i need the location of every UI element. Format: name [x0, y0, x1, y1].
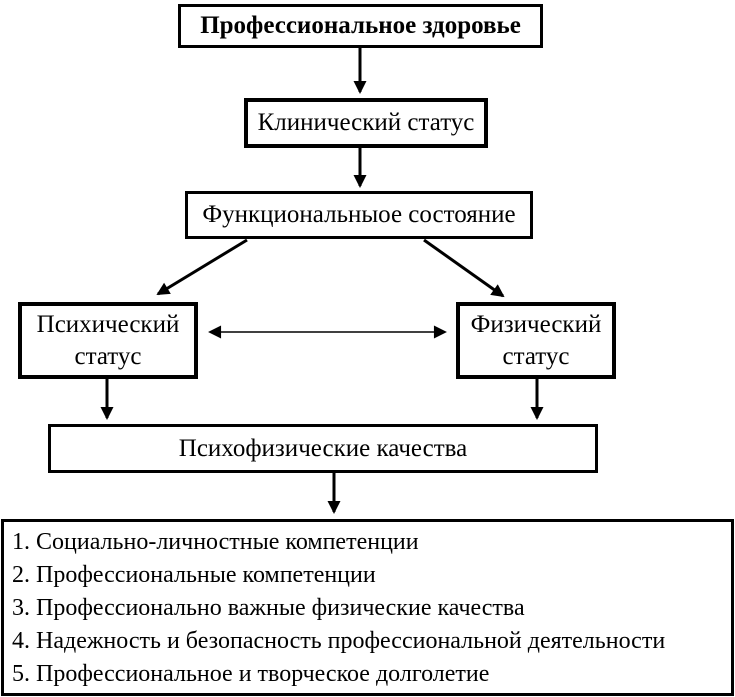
- node-physical-status: Физический статус: [456, 302, 616, 379]
- node-professional-health: Профессиональное здоровье: [178, 4, 543, 48]
- node-functional-state: Функциональныое состояние: [185, 191, 533, 239]
- list-item-3: 3. Профессионально важные физические кач…: [12, 595, 525, 621]
- outcomes-list-box: 1. Социально-личностные компетенции 2. П…: [1, 519, 734, 696]
- list-item-1: 1. Социально-личностные компетенции: [12, 529, 419, 555]
- node-psychophysical-qualities: Психофизические качества: [48, 424, 598, 473]
- arrow-functional-to-mental: [156, 238, 248, 296]
- node-clinical-status: Клинический статус: [244, 98, 488, 148]
- node-mental-status: Психический статус: [18, 302, 198, 379]
- list-item-4: 4. Надежность и безопасность профессиона…: [12, 628, 666, 654]
- list-item-5: 5. Профессиональное и творческое долголе…: [12, 661, 490, 687]
- list-item-2: 2. Профессиональные компетенции: [12, 562, 376, 588]
- arrow-functional-to-physical: [423, 238, 505, 298]
